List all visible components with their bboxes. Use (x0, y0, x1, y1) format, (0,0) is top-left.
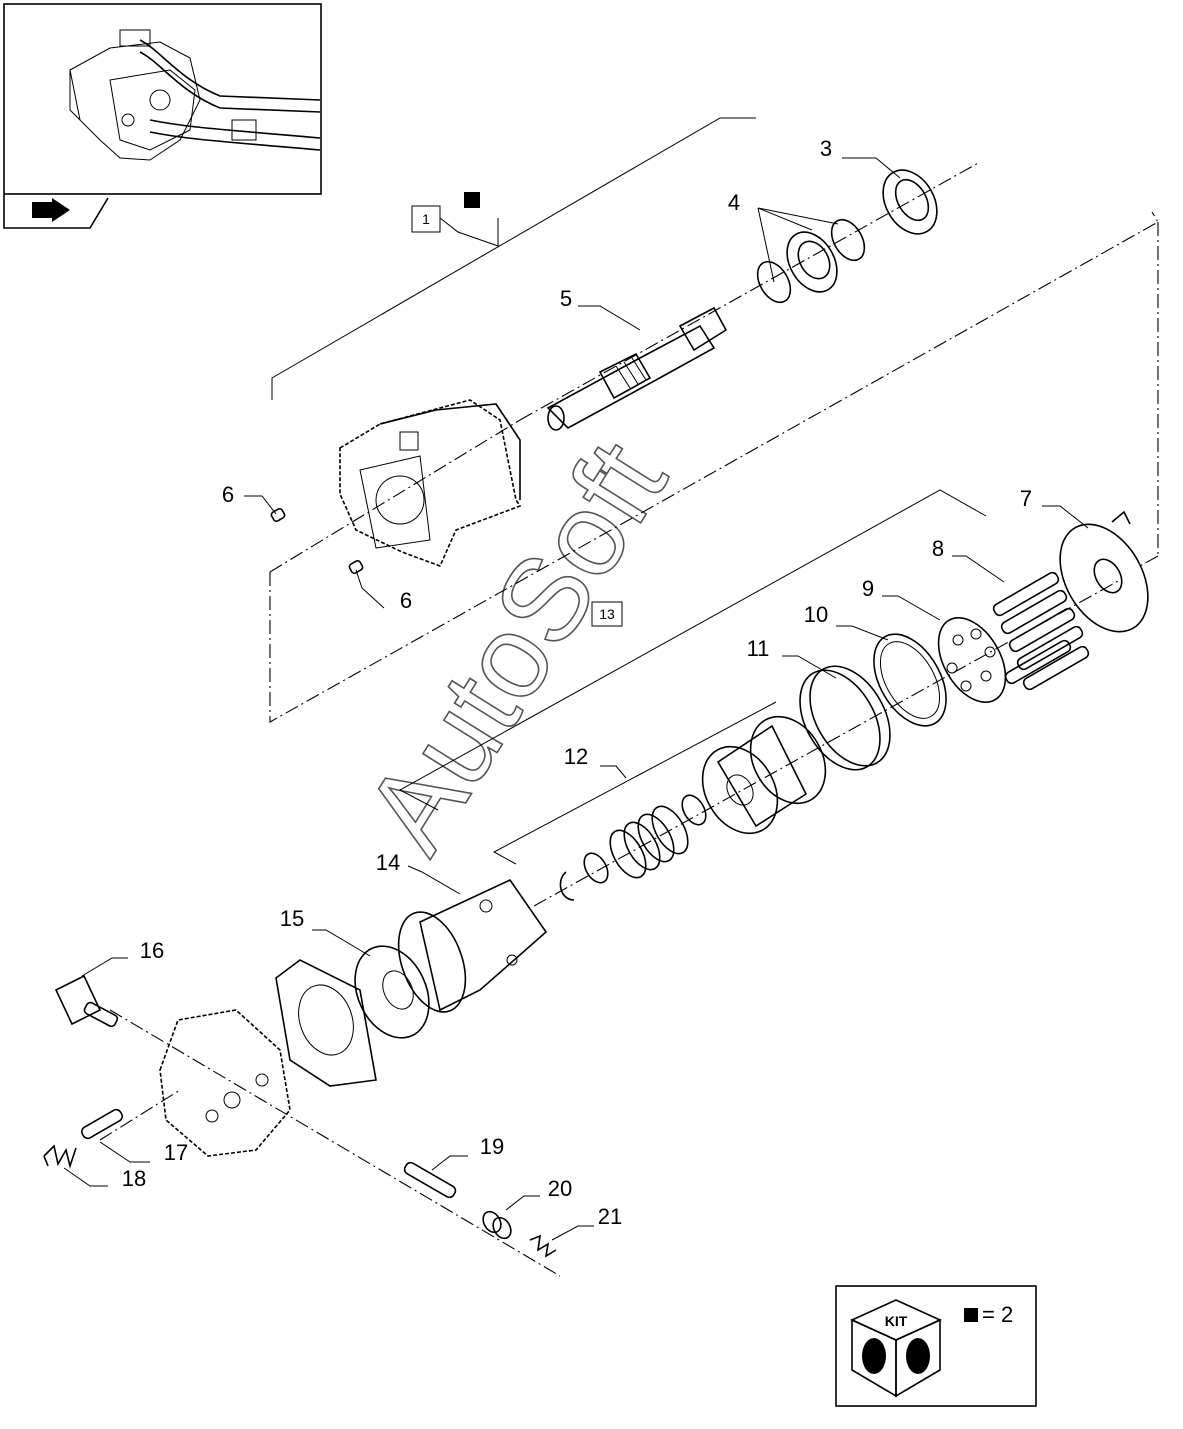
callout-10[interactable]: 10 (804, 602, 828, 627)
callout-16[interactable]: 16 (140, 938, 164, 963)
cylinder-block[interactable] (688, 703, 841, 847)
part-4-bearing[interactable] (751, 214, 871, 308)
part-17-plunger[interactable] (80, 1108, 124, 1140)
part-7-swash-plate[interactable] (1042, 509, 1166, 647)
gasket[interactable] (275, 959, 377, 1087)
part-6-pin-upper[interactable] (270, 507, 286, 523)
pump-thumbnail-image (69, 29, 321, 161)
back-arrow-icon[interactable] (32, 198, 70, 222)
part-18-spring[interactable] (43, 1144, 77, 1169)
kit-cube-icon: KIT (850, 1299, 942, 1398)
callout-1: 1 (422, 211, 430, 227)
part-14-cradle[interactable] (386, 878, 548, 1021)
part-10-ring[interactable] (859, 622, 961, 739)
thumbnail-panel[interactable] (3, 3, 322, 229)
group-bracket-12 (492, 701, 777, 865)
thumbnail-nav-tab[interactable] (3, 194, 109, 229)
callout-18[interactable]: 18 (122, 1166, 146, 1191)
part-19-spool[interactable] (403, 1161, 457, 1199)
part-8-pistons[interactable] (992, 571, 1090, 691)
part-6-pin-lower[interactable] (348, 559, 364, 575)
kit-label: KIT (885, 1313, 908, 1329)
pump-housing[interactable] (339, 399, 522, 568)
group-bracket-1 (271, 117, 756, 400)
callout-3[interactable]: 3 (820, 136, 832, 161)
callout-8[interactable]: 8 (932, 536, 944, 561)
part-15-port-plate[interactable] (341, 934, 443, 1050)
filled-square-icon (964, 1308, 978, 1322)
callout-13: 13 (599, 606, 615, 622)
part-12-spring-set[interactable] (559, 791, 710, 901)
callout-9[interactable]: 9 (862, 576, 874, 601)
callout-11[interactable]: 11 (747, 636, 770, 661)
callout-4[interactable]: 4 (728, 190, 740, 215)
leader-lines (63, 157, 1089, 1241)
part-20-bushing[interactable] (480, 1208, 515, 1241)
callout-6-upper[interactable]: 6 (222, 482, 234, 507)
callout-1-box[interactable]: 1 (411, 205, 441, 233)
part-16-control-valve[interactable] (54, 974, 119, 1028)
callout-13-box[interactable]: 13 (591, 601, 623, 627)
kit-legend: KIT = 2 (835, 1285, 1037, 1407)
part-5-shaft[interactable] (546, 306, 728, 431)
part-21-spring[interactable] (529, 1234, 557, 1258)
callout-15[interactable]: 15 (280, 906, 304, 931)
callout-20[interactable]: 20 (548, 1176, 572, 1201)
assembly-dash-lines (99, 161, 1159, 1277)
callout-19[interactable]: 19 (480, 1134, 504, 1159)
part-3-seal[interactable] (872, 161, 948, 244)
callout-7[interactable]: 7 (1020, 486, 1032, 511)
callout-12[interactable]: 12 (564, 744, 588, 769)
callout-5[interactable]: 5 (560, 286, 572, 311)
part-11-ring[interactable] (784, 652, 907, 784)
group-bracket-13 (398, 489, 987, 811)
callout-21[interactable]: 21 (598, 1204, 622, 1229)
rear-housing[interactable] (159, 1009, 291, 1157)
part-9-retainer-plate[interactable] (925, 606, 1019, 714)
watermark-text: AutoSoft (340, 420, 692, 874)
callout-6-lower[interactable]: 6 (400, 588, 412, 613)
kit-equals-text: = 2 (982, 1302, 1013, 1327)
callout-14[interactable]: 14 (376, 850, 400, 875)
callout-17[interactable]: 17 (164, 1140, 188, 1165)
filled-square-icon (464, 192, 480, 208)
